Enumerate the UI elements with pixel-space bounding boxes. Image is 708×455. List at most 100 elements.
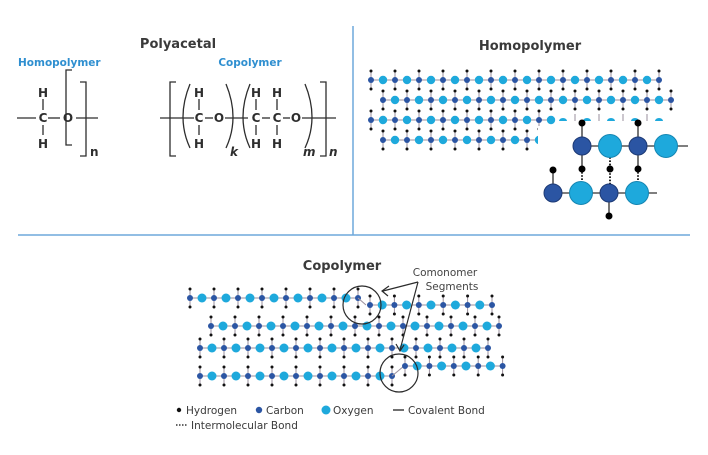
hydrogen-atom — [308, 287, 312, 291]
hydrogen-atom — [657, 69, 661, 73]
hydrogen-atom — [366, 337, 370, 341]
hydrogen-atom — [342, 365, 346, 369]
carbon-atom — [304, 323, 310, 329]
hydrogen-atom — [486, 337, 490, 341]
atom-o: O — [63, 111, 73, 125]
hydrogen-atom — [453, 107, 457, 111]
legend-item-intermolecular-bond: Intermolecular Bond — [176, 420, 298, 432]
hydrogen-atom — [246, 337, 250, 341]
oxygen-atom — [475, 300, 485, 310]
hydrogen-atom — [634, 165, 642, 173]
covalent-bond — [391, 365, 405, 377]
carbon-atom — [391, 302, 398, 308]
hydrogen-atom — [342, 337, 346, 341]
hydrogen-atom — [634, 119, 642, 127]
hydrogen-atom — [414, 337, 418, 341]
hydrogen-atom — [477, 129, 481, 133]
oxygen-atom — [221, 293, 231, 303]
hydrogen-atom — [466, 312, 470, 316]
hydrogen-atom — [477, 89, 481, 93]
oxygen-atom — [231, 343, 241, 353]
carbon-atom — [293, 373, 299, 379]
carbon-atom — [400, 323, 406, 329]
hydrogen-atom — [368, 312, 372, 316]
carbon-atom — [331, 295, 337, 301]
hydrogen-atom — [332, 305, 336, 309]
carbon-atom — [368, 117, 374, 123]
hydrogen-atom — [537, 109, 541, 113]
carbon-atom — [512, 77, 518, 83]
carbon-atom — [352, 323, 358, 329]
hydrogen-atom — [417, 312, 421, 316]
hydrogen-atom — [501, 107, 505, 111]
hydrogen-atom — [198, 355, 202, 359]
carbon-atom — [489, 302, 495, 308]
copolymer-title: Copolymer — [303, 259, 382, 274]
carbon-atom — [452, 137, 458, 143]
hydrogen-atom — [403, 373, 407, 377]
copolymer-atoms: H C H O k H H C C H H O m n — [194, 86, 338, 159]
carbon-atom — [389, 345, 395, 351]
hydrogen-atom — [381, 147, 385, 151]
oxygen-atom — [351, 371, 361, 381]
repeat-subscript-n: n — [90, 145, 99, 159]
hydrogen-atom — [441, 127, 445, 131]
hydrogen-atom — [513, 109, 517, 113]
svg-text:Oxygen: Oxygen — [333, 405, 373, 417]
carbon-atom — [448, 323, 454, 329]
oxygen-atom — [462, 95, 472, 105]
homopolymer-panel: Homopolymer — [368, 39, 693, 222]
oxygen-atom — [654, 134, 678, 158]
hydrogen-atom — [429, 147, 433, 151]
carbon-atom — [211, 295, 217, 301]
carbon-atom — [208, 323, 214, 329]
hydrogen-atom — [212, 305, 216, 309]
oxygen-atom — [598, 134, 622, 158]
oxygen-atom — [414, 95, 424, 105]
hydrogen-atom — [246, 355, 250, 359]
svg-text:Intermolecular Bond: Intermolecular Bond — [191, 420, 298, 432]
hydrogen-atom — [501, 89, 505, 93]
oxygen-atom — [630, 95, 640, 105]
carbon-atom — [187, 295, 193, 301]
hydrogen-atom — [393, 87, 397, 91]
hydrogen-atom — [329, 315, 333, 319]
hydrogen-atom — [549, 89, 553, 93]
carbon-atom — [475, 363, 482, 369]
carbon-atom — [512, 117, 518, 123]
hydrogen-atom — [438, 355, 442, 359]
oxygen-atom — [327, 371, 337, 381]
polymer-chain — [402, 355, 506, 377]
oxygen-atom — [482, 321, 492, 331]
carbon-atom — [485, 345, 491, 351]
hydrogen-atom — [441, 294, 445, 298]
hydrogen-atom — [366, 355, 370, 359]
hydrogen-atom — [318, 365, 322, 369]
atom-h: H — [194, 86, 204, 100]
polymer-chain — [368, 69, 662, 91]
oxygen-atom — [559, 118, 567, 121]
oxygen-atom — [434, 321, 444, 331]
hydrogen-atom — [585, 87, 589, 91]
carbon-atom — [428, 137, 434, 143]
atom-h: H — [251, 86, 261, 100]
hydrogen-atom — [284, 287, 288, 291]
hydrogen-atom — [578, 165, 586, 173]
oxygen-atom — [426, 115, 436, 125]
oxygen-atom — [438, 135, 448, 145]
comonomer-callouts — [342, 281, 419, 393]
carbon-atom — [440, 117, 446, 123]
oxygen-atom — [207, 371, 217, 381]
legend-item-oxygen: Oxygen — [321, 405, 373, 417]
hydrogen-atom — [308, 305, 312, 309]
oxygen-atom — [207, 343, 217, 353]
callout-arrowhead-top — [381, 285, 390, 297]
hydrogen-atom — [537, 87, 541, 91]
oxygen-atom — [498, 75, 508, 85]
comonomer-circle-top — [342, 285, 382, 325]
hydrogen-atom — [368, 294, 372, 298]
hydrogen-atom — [270, 355, 274, 359]
hydrogen-atom — [417, 109, 421, 113]
oxygen-atom — [378, 75, 388, 85]
